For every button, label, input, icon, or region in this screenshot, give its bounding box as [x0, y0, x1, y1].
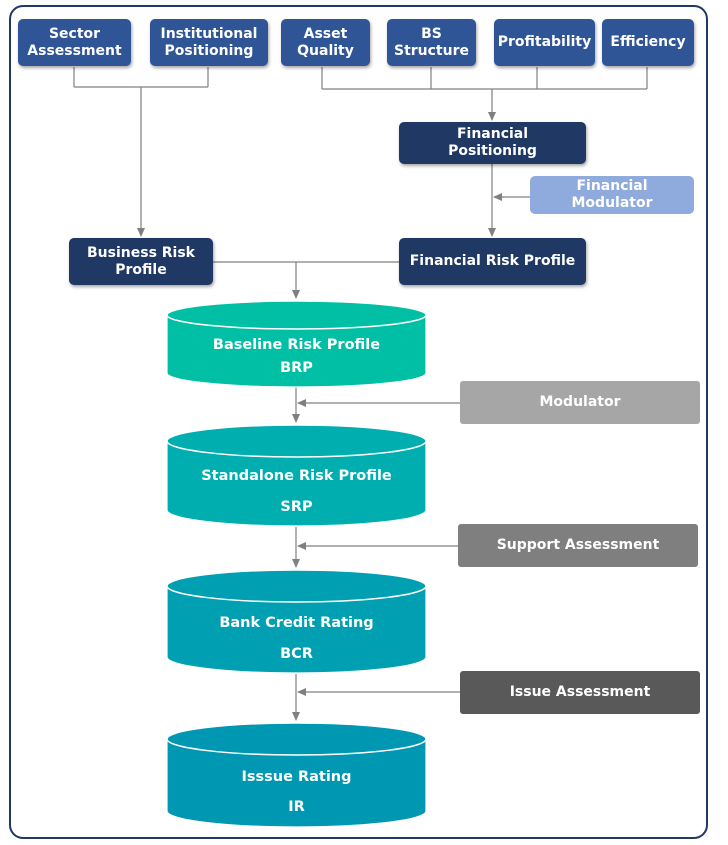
institutional-positioning-box: Institutional Positioning — [150, 19, 268, 66]
financial-positioning-box: Financial Positioning — [399, 122, 586, 164]
asset-quality-box: Asset Quality — [281, 19, 370, 66]
cylinder-issue-rating: Isssue Rating IR — [166, 722, 427, 828]
cylinder-standalone-risk-profile: Standalone Risk Profile SRP — [166, 424, 427, 527]
cylinder-bank-credit-rating: Bank Credit Rating BCR — [166, 569, 427, 674]
sector-assessment-box: Sector Assessment — [18, 19, 131, 66]
profitability-box: Profitability — [494, 19, 595, 66]
modulator-box: Modulator — [460, 381, 700, 424]
cylinder-title: Bank Credit Rating — [219, 615, 374, 631]
business-risk-profile-box: Business Risk Profile — [69, 238, 213, 285]
financial-modulator-box: Financial Modulator — [530, 176, 694, 214]
efficiency-box: Efficiency — [602, 19, 694, 66]
issue-assessment-box: Issue Assessment — [460, 671, 700, 714]
cylinder-abbr: SRP — [280, 499, 313, 515]
cylinder-title: Baseline Risk Profile — [212, 337, 381, 353]
cylinder-abbr: IR — [288, 799, 305, 815]
cylinder-abbr: BRP — [280, 360, 313, 376]
cylinder-abbr: BCR — [280, 646, 313, 662]
bs-structure-box: BS Structure — [387, 19, 476, 66]
diagram-frame — [9, 5, 708, 839]
cylinder-title: Isssue Rating — [241, 769, 352, 785]
support-assessment-box: Support Assessment — [458, 524, 698, 567]
cylinder-title: Standalone Risk Profile — [201, 468, 392, 484]
financial-risk-profile-box: Financial Risk Profile — [399, 238, 586, 285]
cylinder-baseline-risk-profile: Baseline Risk Profile BRP — [166, 300, 427, 388]
